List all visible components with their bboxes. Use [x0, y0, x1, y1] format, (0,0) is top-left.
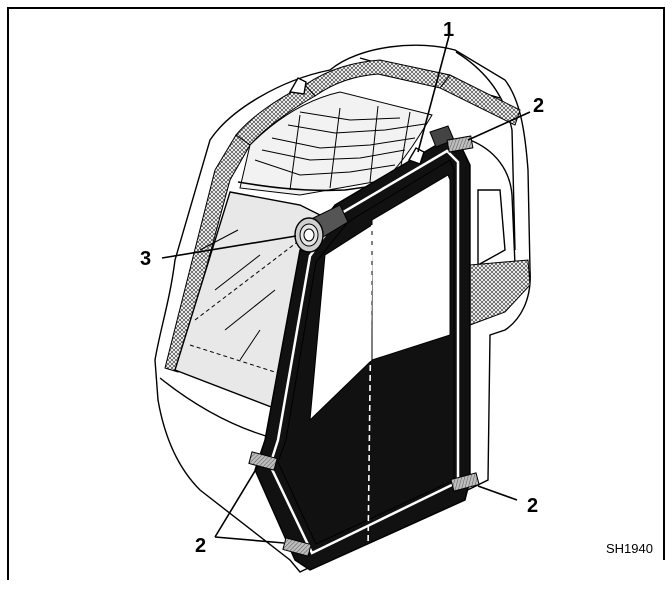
callout-1: 1: [443, 19, 454, 41]
callout-3: 3: [140, 248, 151, 270]
foam-strip-top-right: [446, 135, 474, 153]
figure-code: SH1940: [606, 541, 653, 556]
callout-2-bottom-right: 2: [527, 495, 538, 517]
foam-strip-left-upper: [248, 451, 278, 471]
callout-2-bottom-left: 2: [195, 535, 206, 557]
page-border: [7, 7, 665, 580]
roof-seal: [235, 59, 521, 146]
foam-strip-bottom-right: [450, 472, 480, 492]
roof-latch: [288, 77, 307, 95]
foam-strip-left-lower: [282, 537, 312, 557]
item-1-clip: [407, 147, 425, 165]
door-seam: [367, 224, 373, 551]
roof-panel: [237, 91, 433, 196]
callout-2-top-right: 2: [533, 95, 544, 117]
door-window-lower: [309, 224, 373, 422]
left-post-seal: [164, 134, 251, 373]
leader-lines: [161, 35, 531, 544]
seal-roll: [294, 204, 349, 253]
door-seal-line: [268, 149, 460, 555]
